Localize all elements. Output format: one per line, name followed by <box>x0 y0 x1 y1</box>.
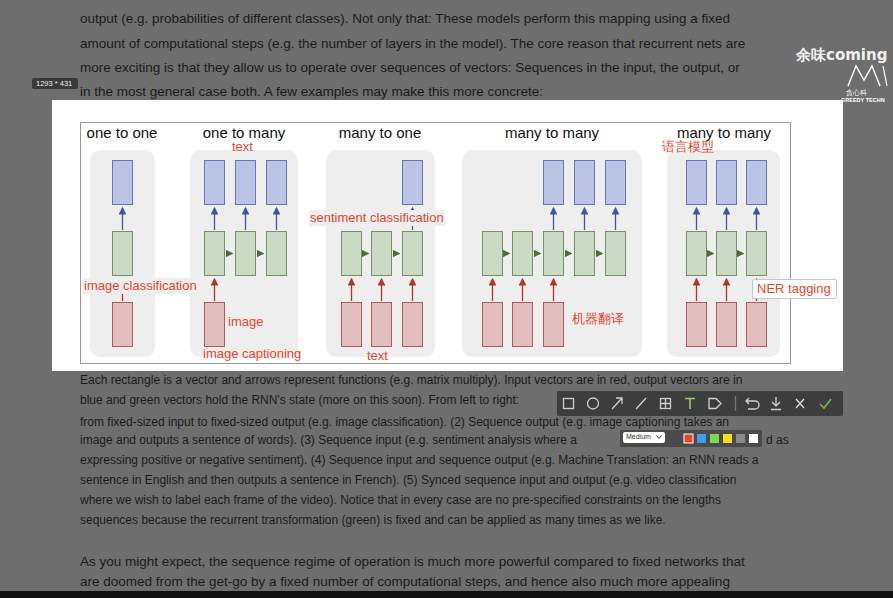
body-text: output (e.g. probabilities of different … <box>80 11 730 26</box>
watermark: 余味coming <box>796 47 887 64</box>
style-toolbar <box>620 430 762 447</box>
panel-title: many to one <box>339 124 422 142</box>
box-text: 1293 * 431 <box>36 79 74 88</box>
body-text: are doomed from the get-go by a fixed nu… <box>80 574 730 590</box>
mosaic-tool-icon <box>661 399 671 409</box>
caption-text: sequences because the recurrent transfor… <box>80 514 666 527</box>
figure-border <box>81 123 791 364</box>
color-swatch <box>723 434 732 443</box>
color-swatch <box>736 434 745 443</box>
annotation: 语言模型 <box>662 139 714 155</box>
ellipse-tool-icon <box>588 398 599 409</box>
toolbar-separator <box>735 396 736 411</box>
rnn-panel: many to many <box>667 150 780 357</box>
capture-panel <box>52 100 843 371</box>
confirm-icon <box>820 399 831 408</box>
size-badge: 1293 * 431 <box>32 78 78 89</box>
caption-text: where we wish to label each frame of the… <box>80 494 721 507</box>
caption-text: image and outputs a sentence of words). … <box>80 434 577 447</box>
caption-text: expressing positive or negative sentimen… <box>80 454 758 467</box>
rect-tool-icon <box>564 399 574 409</box>
logo-icon <box>883 66 887 86</box>
logo-text: GREEDY TECHN <box>841 97 885 104</box>
dropdown-chevron <box>657 436 662 439</box>
panel-title: many to many <box>505 124 599 142</box>
annotation-toolbar <box>557 391 843 416</box>
size-dropdown: Medium <box>623 432 665 443</box>
color-swatch <box>710 434 719 443</box>
tag-tool-icon <box>709 399 721 409</box>
caption-text: d as <box>766 434 789 447</box>
annotation: image <box>228 314 263 330</box>
annotation: sentiment classification <box>309 210 445 226</box>
logo-icon <box>848 66 880 86</box>
caption-text: sentence in English and then outputs a s… <box>80 474 736 487</box>
annotation: text <box>367 349 388 363</box>
annotation: text <box>232 139 253 155</box>
close-icon <box>796 399 804 408</box>
body-text: more exciting is that they allow us to o… <box>80 60 740 75</box>
undo-icon <box>746 398 759 409</box>
caption-text: blue and green vectors hold the RNN's st… <box>80 394 519 407</box>
rnn-panel: many to one <box>326 150 435 357</box>
download-icon <box>771 397 781 410</box>
caption-text: from fixed-sized input to fixed-sized ou… <box>80 416 729 429</box>
color-swatch <box>697 434 706 443</box>
annotation: image captioning <box>203 347 301 361</box>
color-swatch <box>749 434 758 443</box>
caption-text: Each rectangle is a vector and arrows re… <box>80 374 742 387</box>
annotation-box: NER tagging <box>752 279 837 299</box>
body-text: As you might expect, the sequence regime… <box>80 554 745 570</box>
player-bar <box>0 591 893 598</box>
body-text: in the most general case both. A few exa… <box>80 84 543 99</box>
line-tool-icon <box>636 398 646 409</box>
box-text: Medium <box>626 433 652 441</box>
dropdown-chevron <box>656 435 662 439</box>
body-text: amount of computational steps (e.g. the … <box>80 36 745 51</box>
annotation: 机器翻译 <box>572 311 624 327</box>
logo-text: 贪心科 <box>846 89 867 97</box>
toolbar-icons <box>564 396 832 411</box>
rnn-panel: one to one <box>90 150 155 357</box>
annotation: image classification <box>83 278 198 294</box>
mosaic-tool-icon <box>661 399 671 409</box>
arrow-tool-icon <box>612 398 622 409</box>
box-text: NER tagging <box>757 281 832 297</box>
color-swatch <box>684 434 693 443</box>
text-tool-icon <box>685 399 695 410</box>
panel-title: one to one <box>87 124 158 142</box>
